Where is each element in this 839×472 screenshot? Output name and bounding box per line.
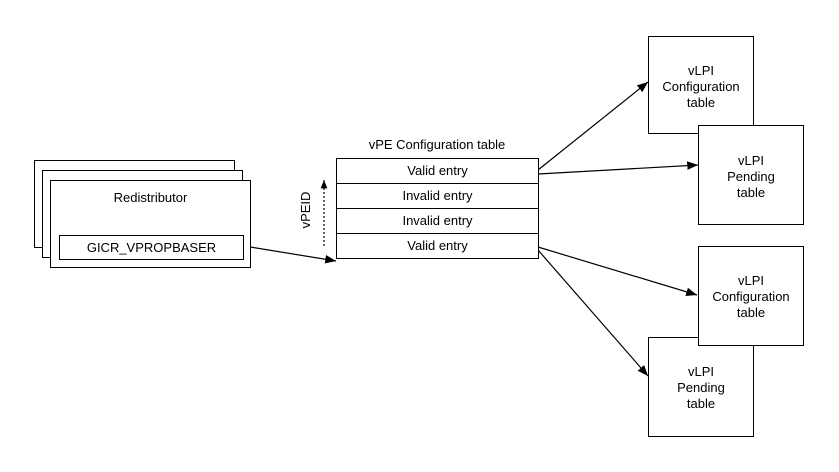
vlpi-table-1-label: vLPI Configuration table <box>662 63 740 110</box>
vpe-configuration-table: Valid entry Invalid entry Invalid entry … <box>336 158 539 259</box>
vlpi-pending-table-2: vLPI Pending table <box>648 337 754 437</box>
vlpi-configuration-table-2: vLPI Configuration table <box>698 246 804 346</box>
arrow-valid-entry-2-to-config <box>537 246 698 297</box>
vlpi-configuration-table-1: vLPI Configuration table <box>648 36 754 134</box>
arrow-redistributor-to-vpe <box>243 245 337 264</box>
vpe-table-title: vPE Configuration table <box>368 137 506 152</box>
vpe-entry-1: Valid entry <box>337 159 538 184</box>
vpeid-label: vPEID <box>298 191 313 229</box>
vlpi-table-3-label: vLPI Configuration table <box>712 273 790 320</box>
arrow-valid-entry-2-to-pending <box>537 249 649 377</box>
vpe-entry-3: Invalid entry <box>337 209 538 234</box>
arrow-valid-entry-1-to-config <box>537 81 649 171</box>
redistributor-title: Redistributor <box>113 190 188 205</box>
vpe-entry-2: Invalid entry <box>337 184 538 209</box>
gicr-vpropbaser-register: GICR_VPROPBASER <box>59 235 244 260</box>
redistributor-box: Redistributor GICR_VPROPBASER <box>50 180 251 268</box>
vpe-entry-4: Valid entry <box>407 238 468 253</box>
vlpi-table-2-label: vLPI Pending table <box>727 153 775 200</box>
vlpi-table-4-label: vLPI Pending table <box>677 364 725 411</box>
gicr-vpropbaser-label: GICR_VPROPBASER <box>86 240 217 255</box>
arrow-valid-entry-1-to-pending <box>537 161 699 175</box>
vlpi-pending-table-1: vLPI Pending table <box>698 125 804 225</box>
